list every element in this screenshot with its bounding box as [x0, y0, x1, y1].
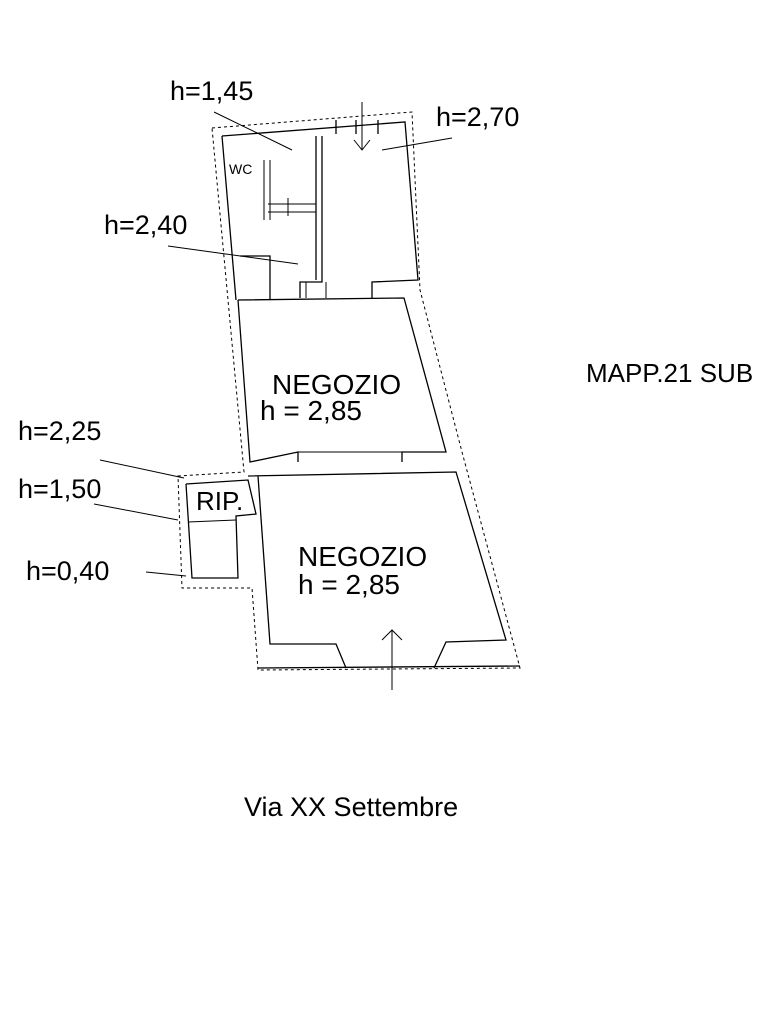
street-label: Via XX Settembre [244, 792, 458, 822]
lower-shop-walls [247, 471, 507, 669]
entry-arrow-bottom [381, 629, 403, 690]
height-label-wc: h=1,45 [170, 76, 253, 106]
height-label-rip-low: h=0,40 [26, 556, 109, 586]
wc-label: WC [229, 161, 252, 177]
upper-block-walls [221, 120, 419, 301]
lower-shop-name: NEGOZIO [298, 541, 427, 572]
street-line [257, 665, 521, 669]
property-boundary [177, 111, 521, 671]
rip-label: RIP. [196, 486, 243, 516]
upper-shop-height: h = 2,85 [260, 395, 362, 426]
upper-shop-walls [237, 297, 447, 463]
lower-shop-height: h = 2,85 [298, 569, 400, 600]
height-label-rip-top: h=2,25 [18, 416, 101, 446]
height-label-rip-mid: h=1,50 [18, 474, 101, 504]
mapp-label: MAPP.21 SUB [586, 358, 753, 388]
rip-inner-step [187, 519, 237, 523]
rip-walls [185, 479, 257, 579]
height-label-corridor: h=2,40 [104, 210, 187, 240]
leader-lines [93, 111, 453, 577]
entry-arrow-top [353, 102, 371, 151]
height-label-top-room: h=2,70 [436, 102, 519, 132]
upper-shop-name: NEGOZIO [272, 369, 401, 400]
